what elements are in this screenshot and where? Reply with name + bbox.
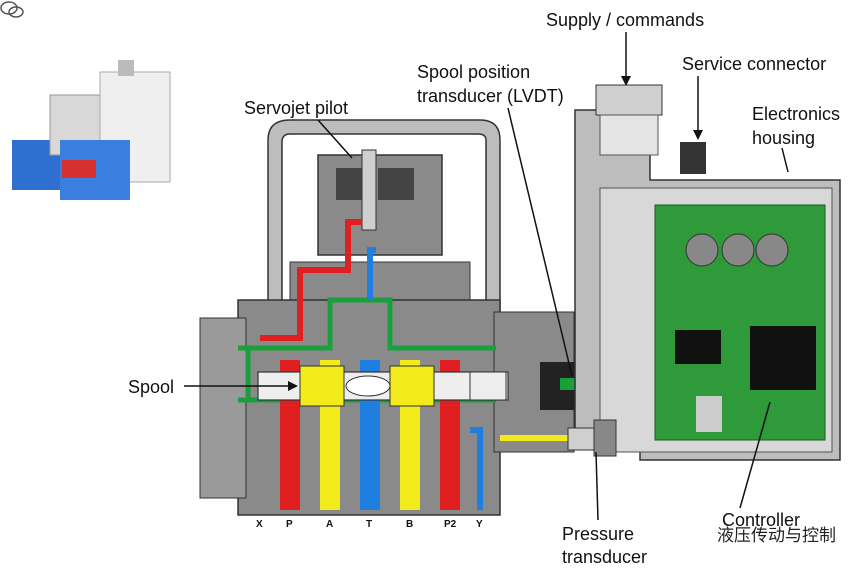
port-x-label: X [256, 519, 263, 530]
electronics-housing-label-line2: housing [752, 128, 816, 148]
pressure-transducer-label-line1: Pressure [562, 524, 635, 544]
leader-lines [184, 32, 789, 521]
controller-label: Controller [722, 510, 801, 530]
port-p-label: P [286, 519, 293, 530]
pressure-transducer-label-line2: transducer [562, 547, 648, 567]
lvdt-label-line2: transducer (LVDT) [417, 86, 564, 106]
supply-commands-label: Supply / commands [546, 10, 705, 30]
wechat-icon [0, 1, 24, 18]
spool-label: Spool [128, 377, 175, 397]
servojet-pilot-label: Servojet pilot [244, 98, 349, 118]
electronics-housing-label-line1: Electronics [752, 104, 841, 124]
watermark-text: 液压传动与控制 [717, 526, 836, 545]
lvdt-label-line1: Spool position [417, 62, 531, 82]
port-t-label: T [366, 519, 373, 530]
service-connector-label: Service connector [682, 54, 827, 74]
product-photo [12, 60, 171, 200]
port-p2-label: P2 [444, 519, 457, 530]
port-b-label: B [406, 519, 414, 530]
port-y-label: Y [476, 519, 483, 530]
port-a-label: A [326, 519, 334, 530]
